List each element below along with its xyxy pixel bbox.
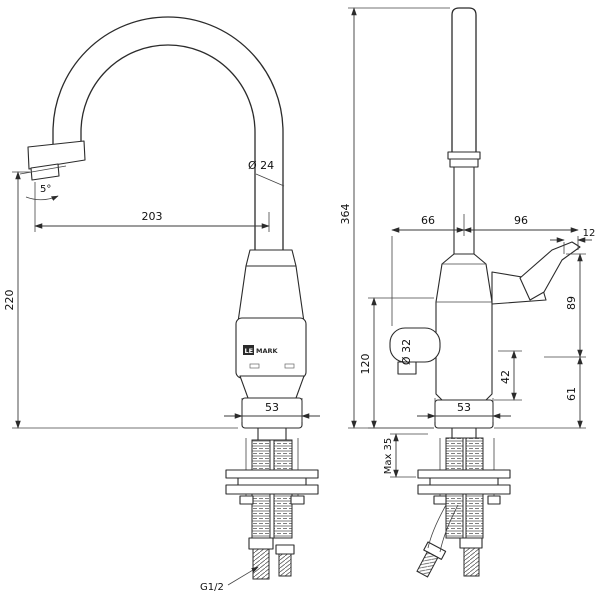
hose-thread [463,547,480,577]
dim-angle: 5° [40,184,51,195]
body-taper [239,375,305,399]
leader-line [255,173,285,187]
body-cap [245,249,297,267]
dim-spout-dia: Ø 24 [248,159,274,172]
hose-bend [427,504,459,553]
riser-pipe [451,7,477,153]
dim-base-to-handle: 61 [565,387,578,401]
hot-mark [249,363,260,369]
dim-outlet-dia: Ø 32 [400,339,413,365]
hose-thread [416,551,439,578]
dim-thread: G1/2 [200,582,224,593]
stud-nut [487,495,501,505]
dim-lever-tip: 12 [583,228,596,239]
handle-lever [519,241,581,301]
mounting-gasket [429,477,499,486]
mounting-gasket [237,477,307,486]
cold-mark [284,363,295,369]
hose-nut [275,544,295,555]
body-upper [237,265,305,323]
left-view: LE MARK 220 [3,16,320,593]
hose-thread-g12 [252,548,270,580]
filter-outlet [389,327,441,363]
stud-nut [433,495,447,505]
front-body [435,253,493,401]
angled-hose-fitting [416,541,447,578]
hose-nut [248,537,274,550]
dim-total-height: 364 [339,204,352,225]
dim-reach: 203 [142,210,163,223]
left-mounting-hardware [225,427,319,580]
left-dimensions: 220 203 Ø 24 5° 53 G1/2 [3,159,320,593]
leader-line [227,566,259,586]
hose-thread [278,553,292,577]
shank [451,427,477,439]
dim-body-height: 120 [359,354,372,375]
dim-max-counter: Max 35 [383,438,394,475]
spout-tip [27,140,86,170]
hose-nut [459,537,483,549]
dim-height: 220 [3,290,16,311]
stud-nut [290,495,305,505]
right-view: 364 66 96 12 89 61 [339,7,596,578]
logo-mark: MARK [256,347,279,355]
dim-lever-height: 89 [565,296,578,310]
dim-outlet-height: 42 [499,370,512,384]
riser-lower [453,166,475,255]
spout-arc [52,16,284,253]
filter-nozzle [397,361,417,375]
angle-ref-line [19,165,67,175]
pipe-collar-lower [449,158,479,168]
mounting-washer [225,469,319,479]
mounting-washer [417,469,511,479]
right-dimensions: 364 66 96 12 89 61 [339,7,596,478]
dim-base-width-right: 53 [457,401,471,414]
angle-arc [25,195,59,201]
aerator [30,163,60,181]
brand-logo: LE MARK [243,345,295,369]
logo-le: LE [245,347,254,355]
dim-offset-left: 66 [421,214,435,227]
logo-box [243,345,254,355]
mounting-plate [417,484,511,495]
stud-nut [239,495,254,505]
dim-base-width: 53 [265,401,279,414]
dim-handle-reach: 96 [514,214,528,227]
mounting-plate [225,484,319,495]
pipe-collar [447,151,481,160]
right-mounting-hardware [416,427,511,578]
shank [257,427,287,441]
